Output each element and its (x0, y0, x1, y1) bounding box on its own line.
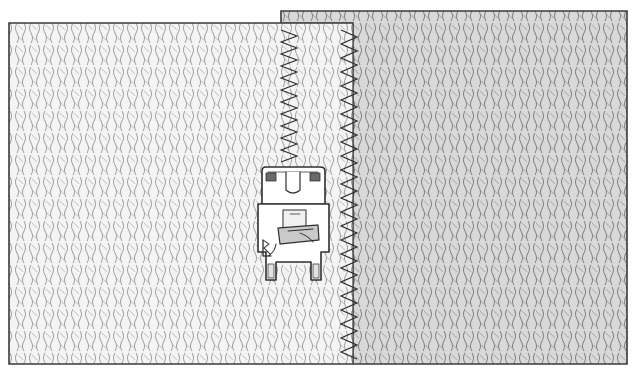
figure-stage (0, 0, 635, 373)
sewing-diagram (0, 0, 635, 373)
